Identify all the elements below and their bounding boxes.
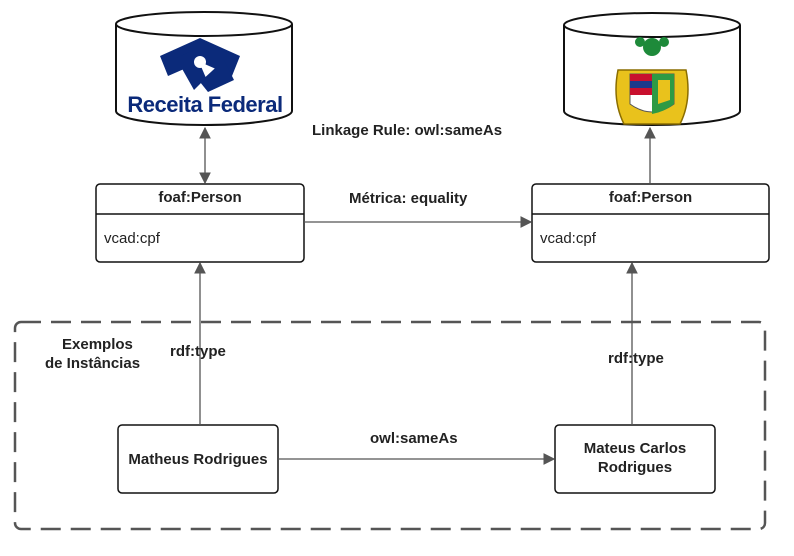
class-attribute-right: vcad:cpf — [540, 230, 596, 247]
examples-label-line1: Exemplos — [62, 336, 133, 353]
instance-left-label: Matheus Rodrigues — [128, 451, 268, 468]
instance-right-label-line1: Mateus Carlos — [583, 440, 687, 457]
metric-label: Métrica: equality — [349, 190, 468, 207]
bahia-coat-of-arms-icon — [615, 37, 689, 125]
class-title-left: foaf:Person — [158, 189, 242, 206]
class-title-right: foaf:Person — [608, 189, 693, 206]
instance-right-label-line2: Rodrigues — [597, 459, 673, 476]
receita-federal-wordmark: Receita Federal — [127, 92, 283, 117]
examples-region — [13, 320, 767, 531]
database-left-icon — [115, 11, 293, 126]
rdf-type-right-label: rdf:type — [608, 350, 664, 367]
receita-federal-emblem-icon — [160, 38, 240, 92]
examples-label-line2: de Instâncias — [45, 355, 141, 372]
class-box-left[interactable] — [95, 183, 305, 263]
class-attribute-left: vcad:cpf — [104, 230, 160, 247]
linkage-rule-label: Linkage Rule: owl:sameAs — [312, 122, 503, 139]
rdf-type-left-label: rdf:type — [170, 343, 226, 360]
database-right-icon — [563, 12, 741, 126]
owl-sameas-label: owl:sameAs — [370, 430, 458, 447]
